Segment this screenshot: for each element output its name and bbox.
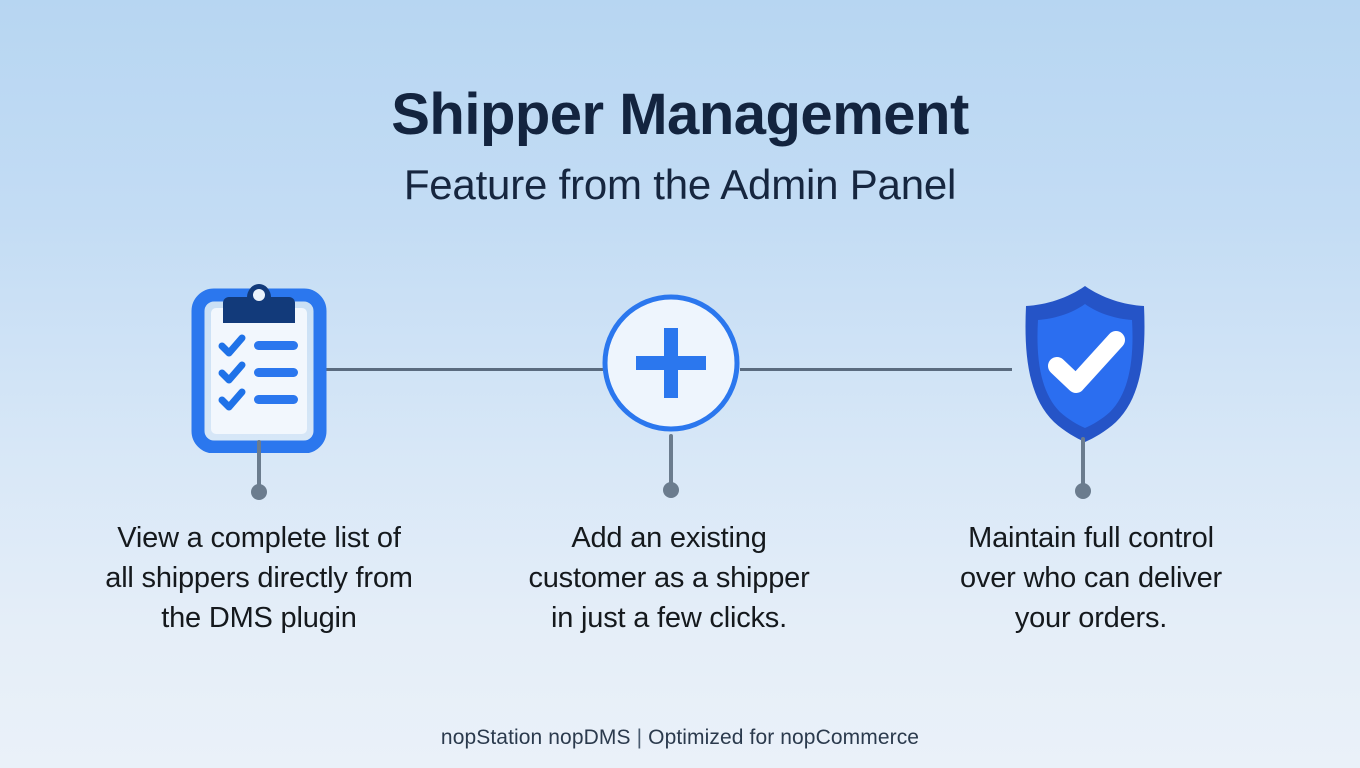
caption-line: in just a few clicks. xyxy=(551,602,787,634)
stem-line-2 xyxy=(669,434,673,488)
feature-icon-3 xyxy=(985,268,1185,458)
feature-caption-1: View a complete list of all shippers dir… xyxy=(59,518,459,638)
stem-dot-3 xyxy=(1075,483,1091,499)
shield-check-icon xyxy=(1025,286,1145,442)
stem-line-3 xyxy=(1081,437,1085,489)
connector-line-left xyxy=(322,368,604,371)
footer: nopStation nopDMS|Optimized for nopComme… xyxy=(0,726,1360,750)
header: Shipper Management Feature from the Admi… xyxy=(0,82,1360,208)
caption-line: Add an existing xyxy=(571,522,767,554)
connector-line-right xyxy=(740,368,1012,371)
feature-captions: View a complete list of all shippers dir… xyxy=(0,518,1360,648)
plus-circle-icon xyxy=(602,294,740,432)
caption-line: all shippers directly from xyxy=(105,562,413,594)
page-subtitle: Feature from the Admin Panel xyxy=(403,160,957,208)
clipboard-checklist-icon xyxy=(191,284,327,453)
caption-line: customer as a shipper xyxy=(528,562,810,594)
caption-line: the DMS plugin xyxy=(161,602,357,634)
feature-icon-2 xyxy=(571,268,771,458)
page-title: Shipper Management xyxy=(391,82,969,147)
feature-icon-row xyxy=(0,268,1360,458)
feature-icon-1 xyxy=(159,268,359,458)
footer-product-name: nopStation nopDMS xyxy=(440,726,631,749)
footer-tagline: Optimized for nopCommerce xyxy=(648,726,920,749)
stem-dot-2 xyxy=(663,482,679,498)
stem-dot-1 xyxy=(251,484,267,500)
stem-line-1 xyxy=(257,440,261,490)
caption-line: your orders. xyxy=(1014,602,1168,634)
feature-caption-3: Maintain full control over who can deliv… xyxy=(891,518,1291,638)
caption-line: over who can deliver xyxy=(960,562,1222,594)
footer-separator: | xyxy=(636,726,643,749)
feature-caption-2: Add an existing customer as a shipper in… xyxy=(479,518,859,638)
caption-line: Maintain full control xyxy=(968,522,1214,554)
caption-line: View a complete list of xyxy=(117,522,401,554)
